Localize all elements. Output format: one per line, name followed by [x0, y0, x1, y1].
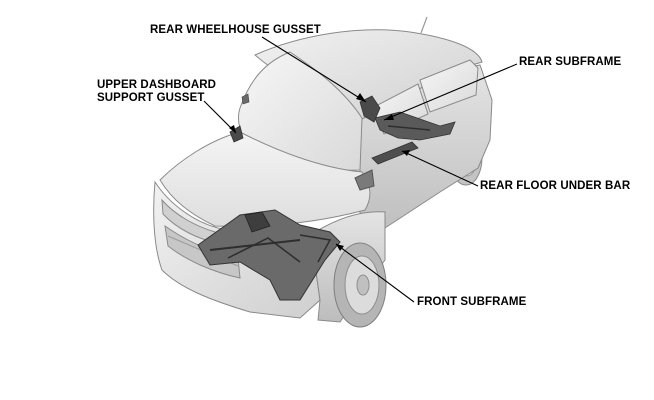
leader-rear-subframe [383, 63, 518, 121]
front-wheel [333, 242, 387, 328]
label-upper-dashboard-support-gusset: UPPER DASHBOARD SUPPORT GUSSET [97, 79, 216, 105]
label-front-subframe: FRONT SUBFRAME [417, 296, 527, 308]
upper-dashboard-support-gusset-part [229, 125, 244, 143]
label-rear-subframe: REAR SUBFRAME [519, 56, 622, 68]
label-upper-dashboard-line-2: SUPPORT GUSSET [97, 92, 205, 104]
antenna [420, 16, 428, 34]
side-mirror [354, 169, 375, 191]
leader-rear-floor-under-bar [401, 150, 479, 187]
rear-wheelhouse-gusset-part [359, 95, 381, 123]
upper-dashboard-gusset-right-part [241, 93, 250, 105]
leader-rear-wheelhouse-gusset [261, 36, 367, 103]
label-rear-floor-under-bar: REAR FLOOR UNDER BAR [480, 180, 631, 192]
rear-floor-under-bar-part [371, 141, 419, 165]
label-rear-wheelhouse-gusset: REAR WHEELHOUSE GUSSET [150, 24, 321, 36]
front-subframe-part [197, 209, 341, 301]
leader-lines [203, 36, 518, 303]
leader-arrowheads [229, 93, 410, 251]
rear-subframe-part [374, 111, 456, 141]
label-upper-dashboard-line-1: UPPER DASHBOARD [97, 79, 217, 91]
leader-front-subframe [335, 243, 415, 303]
